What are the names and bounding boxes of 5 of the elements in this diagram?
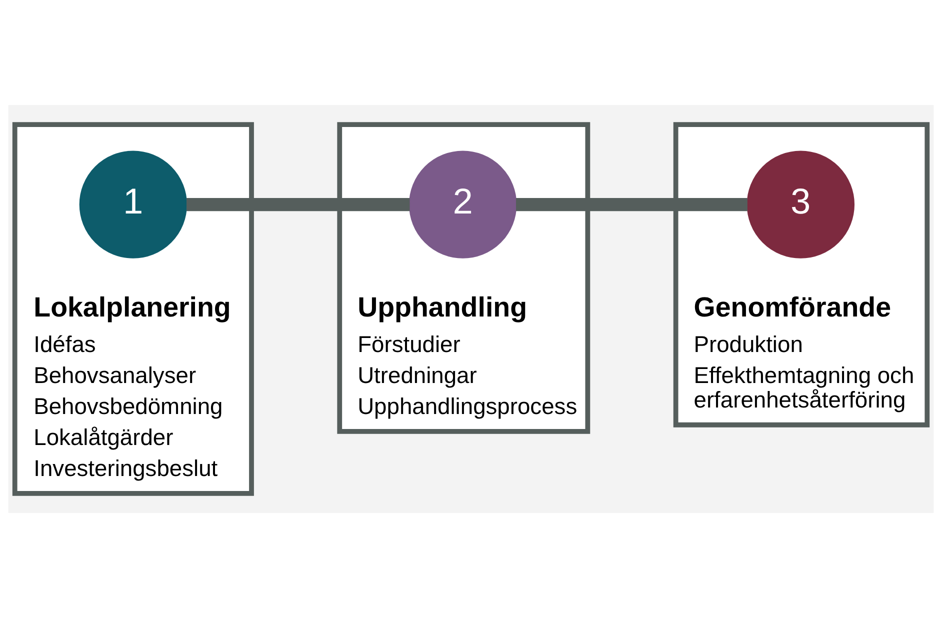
connector xyxy=(186,198,410,212)
node-circle: 1 xyxy=(79,150,188,258)
node-circle: 3 xyxy=(746,150,855,258)
connector xyxy=(516,198,748,212)
node-circle: 2 xyxy=(408,150,517,258)
